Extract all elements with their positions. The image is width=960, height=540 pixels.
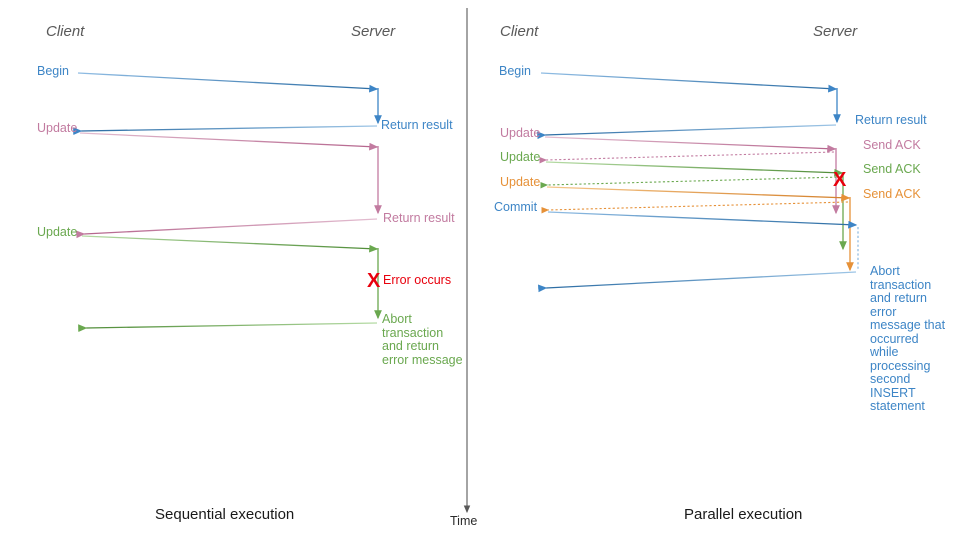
right-msg-abort-note: Abort transaction and return error messa… [870, 264, 946, 413]
left-msg-update-green: Update [37, 225, 78, 239]
arrow-update-pink-left [79, 132, 379, 151]
arrow-abort-blue-right [538, 271, 857, 293]
arrow-return-result-pink-left [76, 218, 378, 239]
arrow-ack-orange-right [541, 201, 849, 214]
left-error-x-icon: X [367, 270, 381, 292]
right-panel-arrows [537, 72, 859, 293]
arrow-update-green-left [81, 235, 379, 253]
arrow-abort-green-left [78, 322, 378, 333]
right-msg-ack-pink: Send ACK [863, 138, 921, 152]
left-msg-return-result-pink: Return result [383, 211, 455, 225]
right-msg-begin: Begin [499, 64, 531, 78]
arrow-commit-right [547, 211, 858, 229]
arrow-ack-pink-right [539, 151, 835, 164]
right-msg-update-orange: Update [500, 175, 541, 189]
right-msg-ack-orange: Send ACK [863, 187, 921, 201]
arrow-return-result-blue-right [537, 124, 837, 140]
right-panel-caption: Parallel execution [684, 506, 803, 523]
right-actor-server: Server [813, 23, 858, 40]
arrow-update-orange-right [546, 186, 851, 202]
left-msg-update-pink: Update [37, 121, 78, 135]
left-panel-caption: Sequential execution [155, 506, 295, 523]
right-msg-update-pink: Update [500, 126, 541, 140]
arrow-return-result-blue-left [73, 125, 378, 136]
left-msg-return-result-blue: Return result [381, 118, 453, 132]
right-msg-ack-green: Send ACK [863, 162, 921, 176]
arrow-update-green-right [545, 161, 844, 177]
left-actor-server: Server [351, 23, 396, 40]
left-msg-begin: Begin [37, 64, 69, 78]
right-actor-client: Client [500, 23, 539, 40]
left-actor-client: Client [46, 23, 85, 40]
arrow-begin-right [540, 72, 838, 93]
left-panel-arrows [73, 72, 382, 333]
right-error-x-icon: X [833, 169, 847, 191]
arrow-ack-green-right [540, 176, 842, 189]
left-msg-abort-note: Abort transaction and return error messa… [382, 312, 463, 367]
right-msg-return-result: Return result [855, 113, 927, 127]
arrow-update-pink-right [544, 136, 837, 153]
right-msg-commit: Commit [494, 200, 538, 214]
arrow-begin-left [77, 72, 379, 93]
time-axis-label: Time [450, 514, 478, 528]
left-msg-error-occurs: Error occurs [383, 273, 452, 287]
right-msg-update-green: Update [500, 150, 541, 164]
